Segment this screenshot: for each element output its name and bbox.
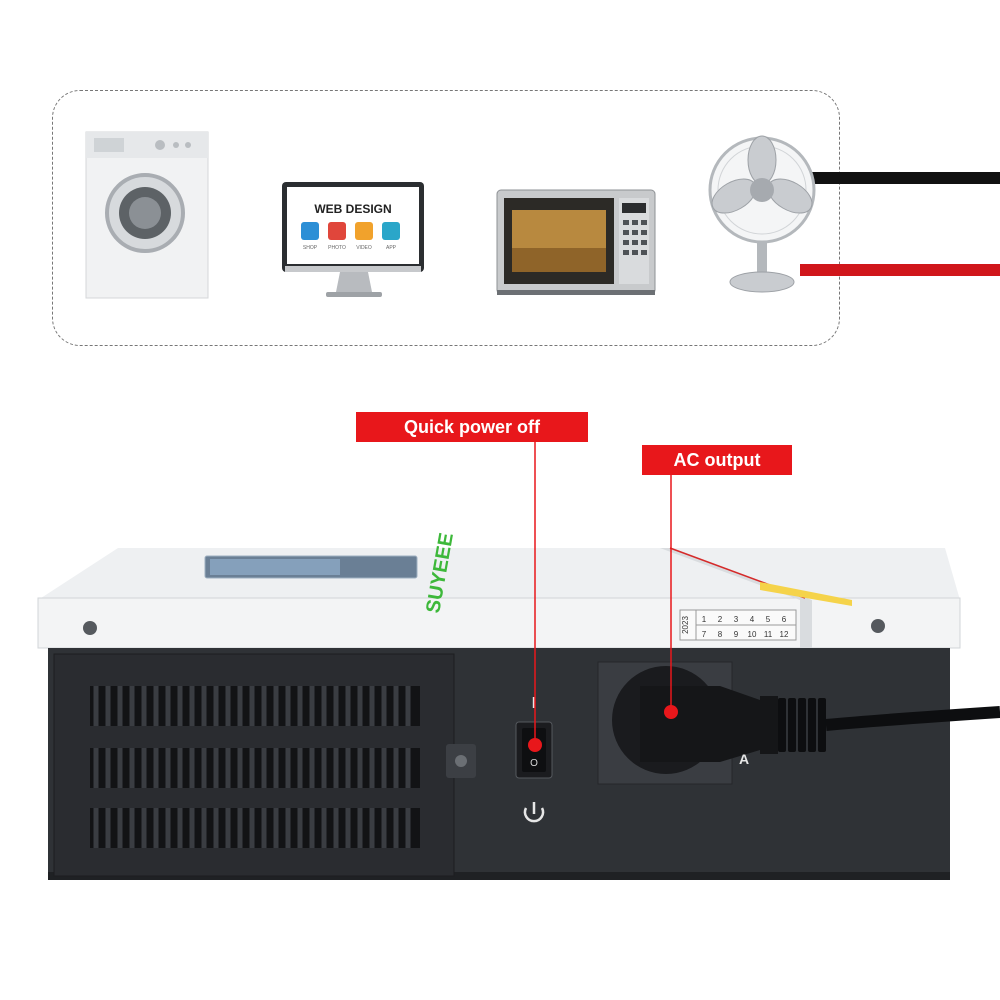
callout-ac-output: AC output [642, 445, 792, 475]
socket-side-letter: A [739, 751, 749, 767]
date-cell: 5 [766, 615, 771, 624]
screw-icon [83, 621, 97, 635]
screw-icon [871, 619, 885, 633]
callout-quick-power-off: Quick power off [356, 412, 588, 442]
screw-icon [455, 755, 467, 767]
date-label-year: 2023 [681, 616, 690, 634]
date-label: 2023 1 2 3 4 5 6 7 8 9 10 11 12 [679, 609, 797, 641]
washing-machine-image [85, 131, 209, 299]
monitor-image: WEB DESIGN SHOP PHOTO VIDEO APP [282, 182, 424, 297]
date-cell: 7 [702, 630, 707, 639]
date-cell: 12 [780, 630, 789, 639]
power-icon [523, 802, 545, 823]
date-cell: 8 [718, 630, 723, 639]
fan-image [708, 135, 816, 293]
video-icon [355, 222, 373, 240]
monitor-title: WEB DESIGN [314, 202, 391, 216]
inverter-front: I O A [48, 648, 1000, 880]
date-cell: 9 [734, 630, 739, 639]
date-cell: 4 [750, 615, 755, 624]
date-cell: 2 [718, 615, 723, 624]
date-cell: 10 [748, 630, 757, 639]
monitor-caption-video: VIDEO [356, 245, 372, 251]
monitor-caption-photo: PHOTO [328, 245, 346, 251]
callout-lines [528, 442, 678, 752]
photo-icon [328, 222, 346, 240]
date-cell: 1 [702, 615, 707, 624]
switch-off-mark: O [530, 758, 538, 769]
date-cell: 11 [764, 630, 773, 639]
inverter-top: SUYEEE [37, 531, 961, 649]
date-cell: 3 [734, 615, 739, 624]
switch-on-mark: I [532, 695, 536, 712]
dc-cables [800, 172, 1000, 276]
monitor-caption-app: APP [386, 245, 397, 251]
app-icon [382, 222, 400, 240]
callout-dot [664, 705, 678, 719]
shop-icon [301, 222, 319, 240]
microwave-image [496, 189, 656, 295]
monitor-caption-shop: SHOP [303, 245, 318, 251]
date-cell: 6 [782, 615, 787, 624]
callout-dot [528, 738, 542, 752]
